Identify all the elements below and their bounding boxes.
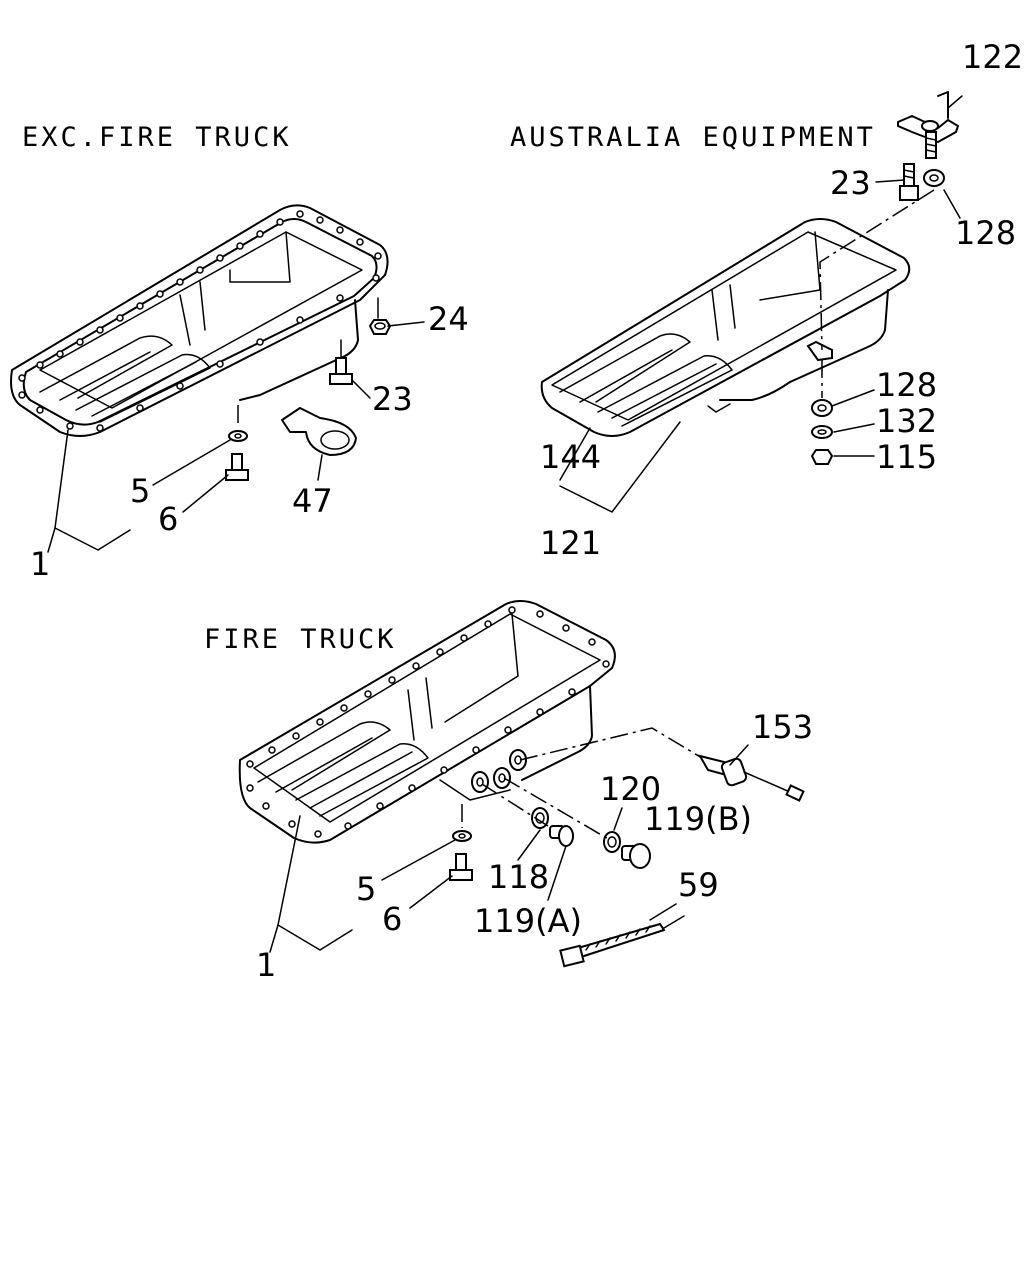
bushing-128-top-icon	[923, 169, 945, 187]
callout-59: 59	[678, 866, 719, 904]
oil-pan-c	[238, 600, 616, 844]
bolt-23-b-icon	[899, 163, 919, 201]
section-title-australia: AUSTRALIA EQUIPMENT	[510, 122, 876, 153]
washer-5-c-icon	[452, 830, 472, 842]
plug-119a-icon	[549, 825, 574, 847]
plug-119b-icon	[621, 843, 651, 869]
callout-132: 132	[876, 402, 937, 440]
callout-1: 1	[30, 545, 50, 583]
callout-5-c: 5	[356, 870, 376, 908]
callout-23-b: 23	[830, 164, 871, 202]
callout-119a: 119(A)	[474, 902, 582, 940]
callout-6-c: 6	[382, 900, 402, 938]
nut-115-icon	[810, 449, 834, 465]
drain-plug-6-c-icon	[449, 853, 473, 881]
callout-144: 144	[540, 438, 601, 476]
oil-pan-a	[10, 204, 389, 437]
callout-128-mid: 128	[876, 366, 937, 404]
bolt-23-icon	[329, 357, 353, 385]
callout-47: 47	[292, 482, 333, 520]
callout-115: 115	[876, 438, 937, 476]
cable-tie-59-icon	[559, 915, 685, 968]
callout-122: 122	[962, 38, 1023, 76]
callout-128-top: 128	[955, 214, 1016, 252]
callout-153: 153	[752, 708, 813, 746]
callout-6: 6	[158, 500, 178, 538]
callout-5: 5	[130, 472, 150, 510]
callout-1-c: 1	[256, 946, 276, 984]
section-australia-equipment: AUSTRALIA EQUIPMENT	[510, 38, 1023, 562]
section-title-exc-fire-truck: EXC.FIRE TRUCK	[22, 122, 292, 153]
section-fire-truck: FIRE TRUCK	[204, 600, 813, 984]
callout-118: 118	[488, 858, 549, 896]
baffle-47-icon	[281, 407, 357, 456]
drain-plug-6-icon	[225, 453, 249, 481]
sensor-153-icon	[697, 754, 805, 802]
nut-24-icon	[368, 319, 392, 335]
oil-pan-b	[540, 218, 911, 437]
bushing-128-mid-icon	[811, 399, 833, 417]
callout-119b: 119(B)	[644, 800, 752, 838]
callout-120: 120	[600, 770, 661, 808]
callout-23: 23	[372, 380, 413, 418]
callout-24: 24	[428, 300, 469, 338]
flange-holes-c	[246, 606, 610, 838]
washer-132-icon	[811, 425, 833, 439]
flange-holes-a	[18, 210, 382, 432]
washer-5-icon	[228, 430, 248, 442]
callout-121: 121	[540, 524, 601, 562]
bolt-122-icon	[925, 131, 937, 159]
bracket-122-icon	[897, 91, 959, 143]
section-title-fire-truck: FIRE TRUCK	[204, 624, 397, 655]
gasket-120-icon	[603, 831, 621, 853]
section-exc-fire-truck: EXC.FIRE TRUCK	[10, 122, 469, 583]
